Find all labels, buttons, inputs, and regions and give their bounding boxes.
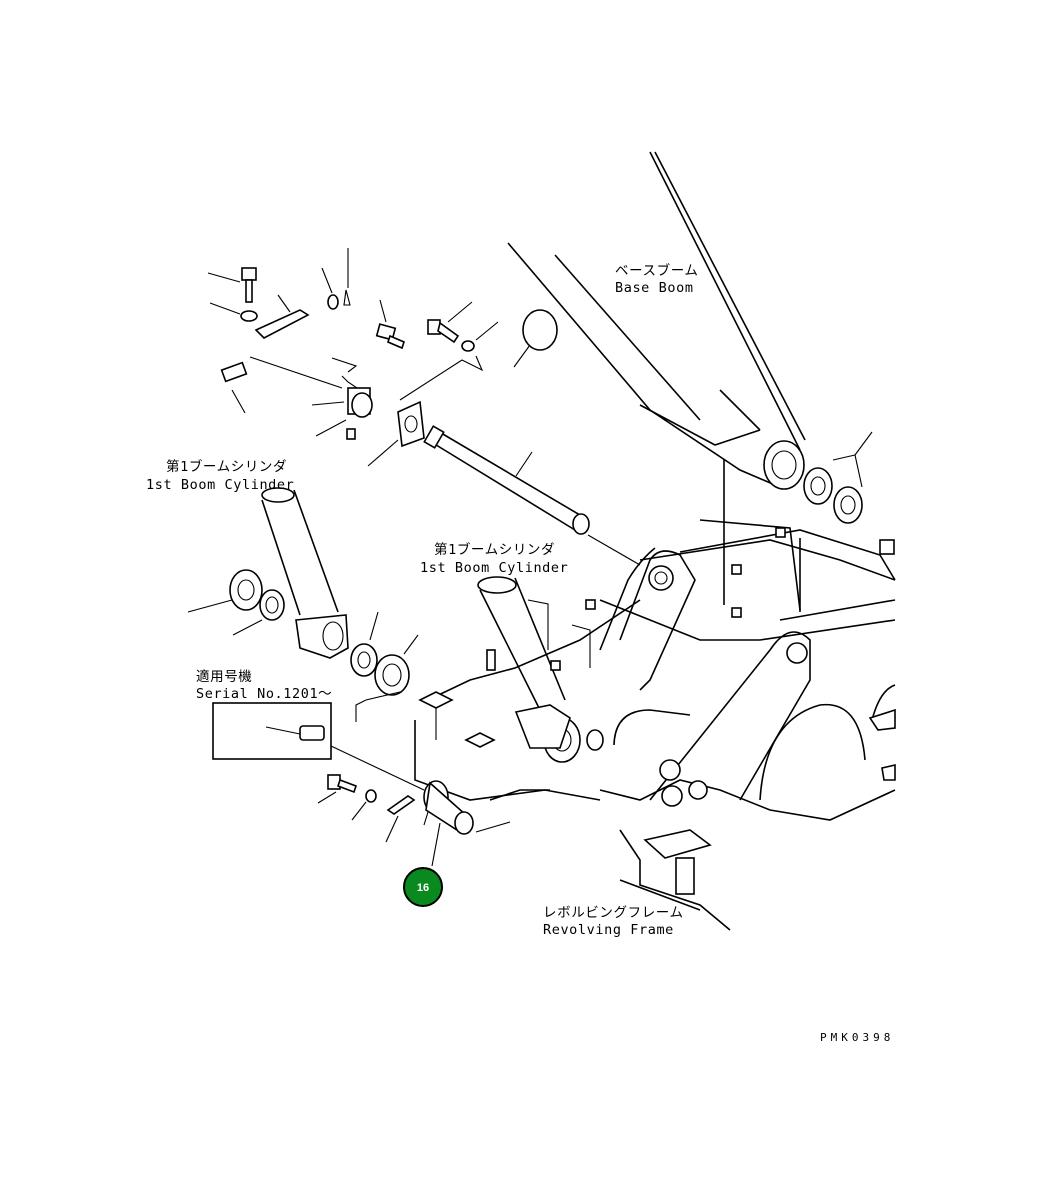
cyl-left-label-en: 1st Boom Cylinder bbox=[146, 477, 294, 493]
cylinder-rod-drawing bbox=[423, 425, 641, 566]
base-boom-label-en: Base Boom bbox=[615, 280, 694, 296]
callout-16-circle[interactable] bbox=[403, 867, 443, 907]
base-boom-label-jp: ベースブーム bbox=[615, 262, 699, 279]
left-cylinder-drawing bbox=[187, 487, 419, 722]
drawing-code: PMK0398 bbox=[820, 1031, 894, 1044]
revolving-frame-drawing bbox=[414, 460, 896, 931]
serial-label-en: Serial No.1201～ bbox=[196, 686, 332, 702]
callout-16[interactable]: 16 bbox=[403, 867, 443, 907]
serial-inset bbox=[212, 702, 425, 791]
frame-label-en: Revolving Frame bbox=[543, 922, 674, 938]
cyl-left-label-jp: 第1ブームシリンダ bbox=[166, 458, 287, 475]
pin-assembly-16 bbox=[317, 774, 511, 867]
frame-label-jp: レボルビングフレーム bbox=[543, 905, 684, 921]
cyl-mid-label-jp: 第1ブームシリンダ bbox=[434, 541, 555, 558]
callout-16-number[interactable]: 16 bbox=[417, 882, 429, 894]
cyl-mid-label-en: 1st Boom Cylinder bbox=[420, 560, 568, 576]
serial-label-jp: 適用号機 bbox=[196, 668, 252, 685]
base-boom-drawing bbox=[507, 151, 873, 524]
hardware-cluster bbox=[207, 248, 499, 467]
